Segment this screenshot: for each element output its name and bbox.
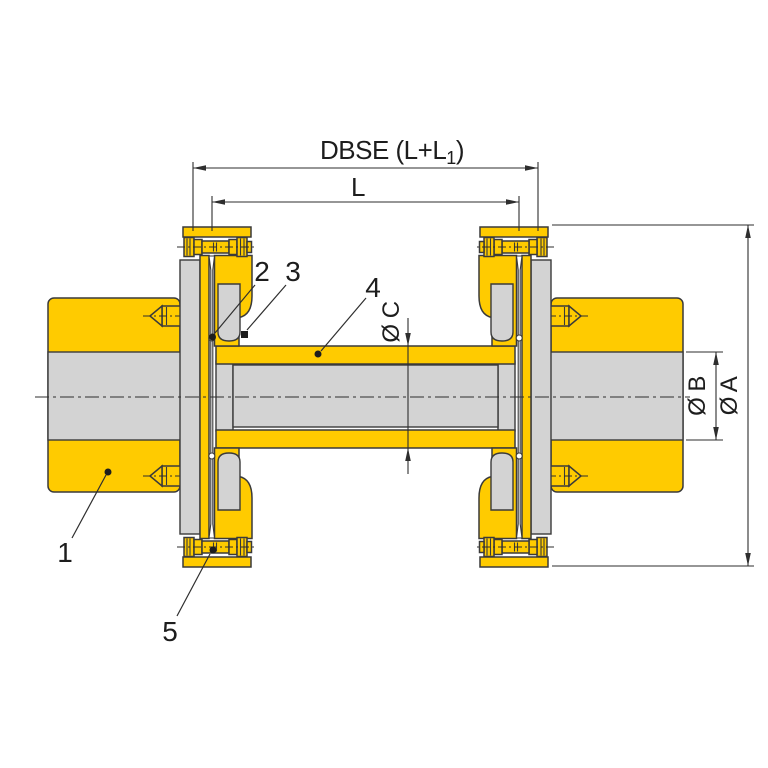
dimension-dia-c: Ø C: [378, 301, 411, 474]
dbse-label-close: ): [456, 135, 464, 165]
dia-b-arrow-bottom: [713, 427, 719, 440]
dbse-label-main: DBSE (L+L: [320, 135, 446, 165]
callout-4-leader: [320, 297, 367, 352]
dia-c-arrow-bottom: [405, 448, 411, 461]
dimension-dia-b: Ø B: [684, 351, 723, 441]
flange-bolt: [177, 236, 256, 258]
dimension-dbse: DBSE (L+L1): [192, 135, 539, 231]
dia-a-arrow-top: [745, 225, 751, 238]
dia-a-label: Ø A: [716, 376, 743, 415]
spacer-tube-top-wall: [215, 345, 516, 365]
callout-1-dot: [104, 468, 112, 476]
callout-5-dot: [209, 546, 217, 554]
dia-c-arrow-top: [405, 333, 411, 346]
callout-4-number: 4: [365, 272, 381, 303]
shaft: [47, 351, 194, 441]
callout-3-number: 3: [285, 256, 301, 287]
flange-top-half: [177, 226, 256, 347]
spacer-bore: [232, 364, 499, 428]
callout-3-marker: [241, 331, 248, 338]
hub-unit-left: [47, 297, 200, 493]
dia-a-arrow-bottom: [745, 553, 751, 566]
dimension-l: L: [211, 172, 520, 231]
spacer-assembly: [215, 345, 516, 449]
dbse-arrow-right: [525, 165, 538, 171]
disc-pack-bulb-bottom: [208, 452, 216, 460]
dia-b-arrow-top: [713, 352, 719, 365]
callout-5-leader: [176, 553, 211, 617]
callout-3: 3: [241, 256, 301, 338]
callout-4: 4: [314, 272, 381, 358]
dbse-label: DBSE (L+L1): [320, 135, 464, 168]
callout-1-number: 1: [57, 537, 73, 568]
spacer-bore-step-left: [215, 360, 234, 432]
callout-4-dot: [314, 350, 322, 358]
callout-5: 5: [162, 546, 217, 647]
spacer-bore-step-right: [497, 360, 516, 432]
callout-1-leader: [71, 474, 107, 539]
callout-2: 2: [209, 256, 270, 341]
callout-5-number: 5: [162, 616, 178, 647]
callout-2-number: 2: [254, 256, 270, 287]
callout-1: 1: [57, 468, 112, 568]
callout-3-leader: [246, 284, 287, 331]
dbse-label-subscript: 1: [446, 148, 456, 168]
spacer-tube-bottom-wall: [215, 429, 516, 449]
l-arrow-left: [212, 199, 225, 205]
flange-recess-pocket: [217, 283, 241, 342]
l-arrow-right: [506, 199, 519, 205]
dia-c-label: Ø C: [378, 301, 405, 342]
dbse-arrow-left: [193, 165, 206, 171]
callout-2-leader: [214, 284, 256, 334]
l-label: L: [351, 172, 365, 202]
dia-b-label: Ø B: [684, 376, 711, 416]
hub-unit-right: [530, 297, 684, 493]
flange-guard-plate: [182, 226, 252, 238]
callout-2-dot: [209, 333, 216, 341]
dimension-dia-a: Ø A: [552, 224, 754, 567]
